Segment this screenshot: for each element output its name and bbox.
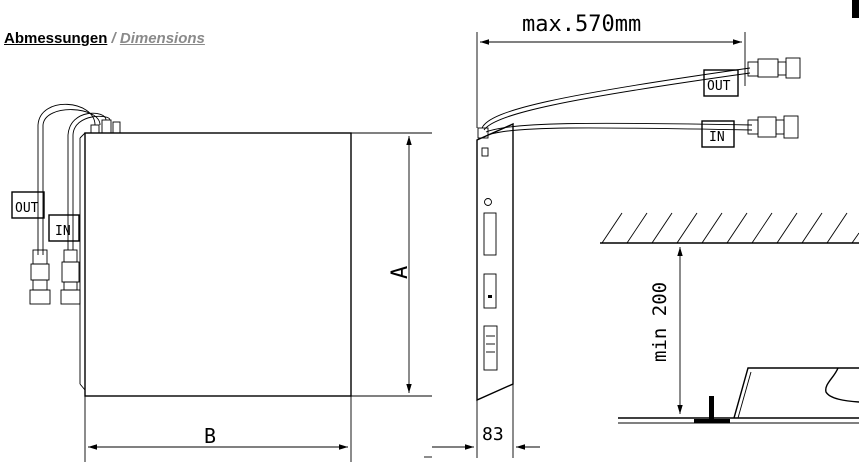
- corner-mark: [852, 0, 859, 18]
- cable-in-front: [67, 112, 107, 250]
- front-label-in: IN: [55, 224, 71, 239]
- mounting-bracket: [694, 419, 730, 423]
- dimension-label-min-distance: min 200: [649, 282, 671, 362]
- section-heading: Abmessungen / Dimensions: [4, 30, 205, 47]
- connector-out-front: [29, 249, 51, 305]
- side-label-in: IN: [709, 130, 725, 145]
- ceiling-view: min 200: [600, 212, 859, 424]
- front-label-out: OUT: [15, 201, 39, 216]
- dimension-label-b: B: [204, 424, 216, 448]
- device-body-front: [84, 132, 352, 397]
- cable-out-side: [481, 67, 751, 129]
- heading-separator: /: [107, 30, 120, 47]
- side-label-out: OUT: [707, 79, 731, 94]
- heading-german: Abmessungen: [4, 30, 108, 47]
- connector-in-side: [747, 115, 799, 139]
- connector-out-side: [747, 57, 801, 79]
- ceiling-hatch: [601, 212, 859, 244]
- dimension-label-max-length: max.570mm: [522, 12, 641, 37]
- dimension-label-a: A: [388, 266, 413, 279]
- device-outline-lying: [733, 367, 859, 419]
- device-body-side: [476, 122, 514, 402]
- connector-in-front: [60, 249, 81, 305]
- heading-english: Dimensions: [119, 30, 205, 47]
- cable-in-side: [485, 122, 753, 133]
- side-view: OUT IN max.570mm 83: [424, 12, 801, 458]
- front-view: OUT IN A B: [11, 103, 432, 462]
- dimension-label-depth: 83: [482, 424, 504, 445]
